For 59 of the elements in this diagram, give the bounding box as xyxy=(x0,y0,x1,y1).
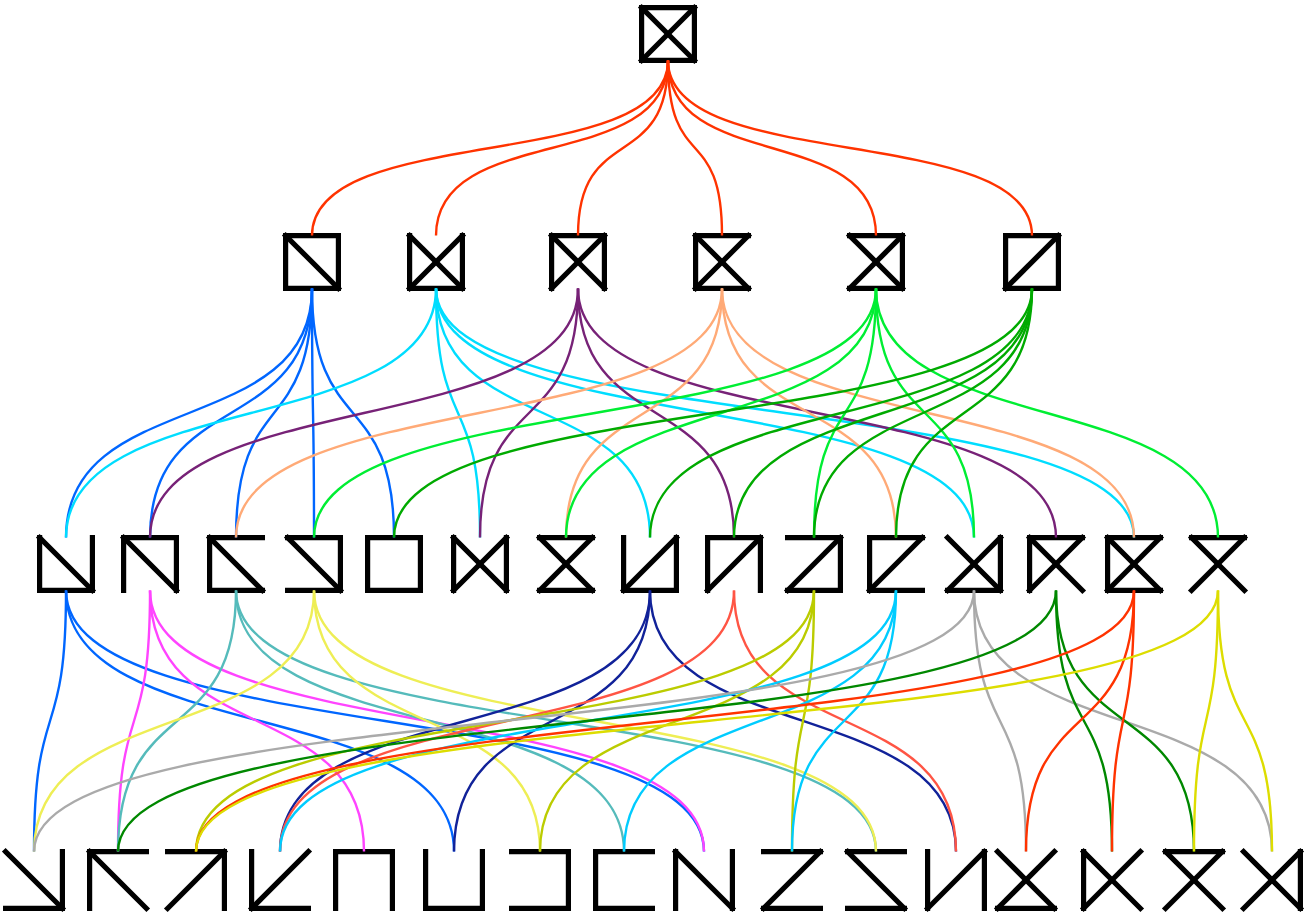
connector xyxy=(1110,590,1136,852)
glyph-symbol xyxy=(847,233,905,291)
glyph-symbol xyxy=(1163,849,1225,911)
connector xyxy=(564,288,878,538)
glyph-symbol xyxy=(121,535,179,593)
glyph-symbol xyxy=(333,849,395,911)
glyph-symbol xyxy=(451,535,509,593)
connector xyxy=(732,590,958,852)
glyph-symbol xyxy=(705,535,763,593)
connector xyxy=(1216,590,1274,852)
glyph-symbol xyxy=(165,849,227,911)
connector xyxy=(32,589,976,853)
connector xyxy=(874,288,1220,538)
connector xyxy=(720,288,1136,538)
glyph-symbol xyxy=(1003,233,1061,291)
glyph-symbol xyxy=(1105,535,1163,593)
glyph-symbol xyxy=(37,535,95,593)
connector xyxy=(894,288,1034,538)
connector xyxy=(234,288,724,538)
glyph-symbol xyxy=(407,233,465,291)
connector xyxy=(648,590,958,852)
connector xyxy=(622,590,898,852)
connector xyxy=(972,590,1274,852)
glyph-symbol xyxy=(761,849,823,911)
glyph-symbol xyxy=(639,5,697,63)
connector xyxy=(666,60,1034,236)
glyph-symbol xyxy=(249,849,311,911)
glyph-symbol xyxy=(945,535,1003,593)
connector xyxy=(310,60,670,236)
glyph-symbol xyxy=(673,849,735,911)
connector xyxy=(116,589,1058,853)
glyph-symbol xyxy=(925,849,987,911)
glyph-symbol xyxy=(207,535,265,593)
glyph-symbol xyxy=(867,535,925,593)
connector xyxy=(538,590,816,852)
glyph-symbol xyxy=(621,535,679,593)
glyph-symbol xyxy=(693,233,751,291)
glyph-symbol xyxy=(549,233,607,291)
glyph-symbol xyxy=(283,233,341,291)
connector xyxy=(790,590,898,852)
connector xyxy=(392,288,1034,538)
glyph-symbol xyxy=(87,849,149,911)
connector xyxy=(576,288,1058,538)
glyph-symbol xyxy=(1189,535,1247,593)
glyph-symbol xyxy=(845,849,907,911)
glyph-symbol xyxy=(423,849,485,911)
glyph-symbol xyxy=(995,849,1057,911)
glyph-symbol xyxy=(1027,535,1085,593)
glyph-symbol xyxy=(285,535,343,593)
glyph-symbol xyxy=(3,849,65,911)
glyph-symbol xyxy=(537,535,595,593)
connector xyxy=(434,60,670,236)
glyph-symbol xyxy=(1081,849,1143,911)
glyph-symbol xyxy=(1241,849,1303,911)
glyph-symbol xyxy=(509,849,571,911)
glyph-symbol xyxy=(593,849,655,911)
connector xyxy=(434,287,1136,539)
glyph-symbol xyxy=(365,535,423,593)
glyph-symbol xyxy=(785,535,843,593)
